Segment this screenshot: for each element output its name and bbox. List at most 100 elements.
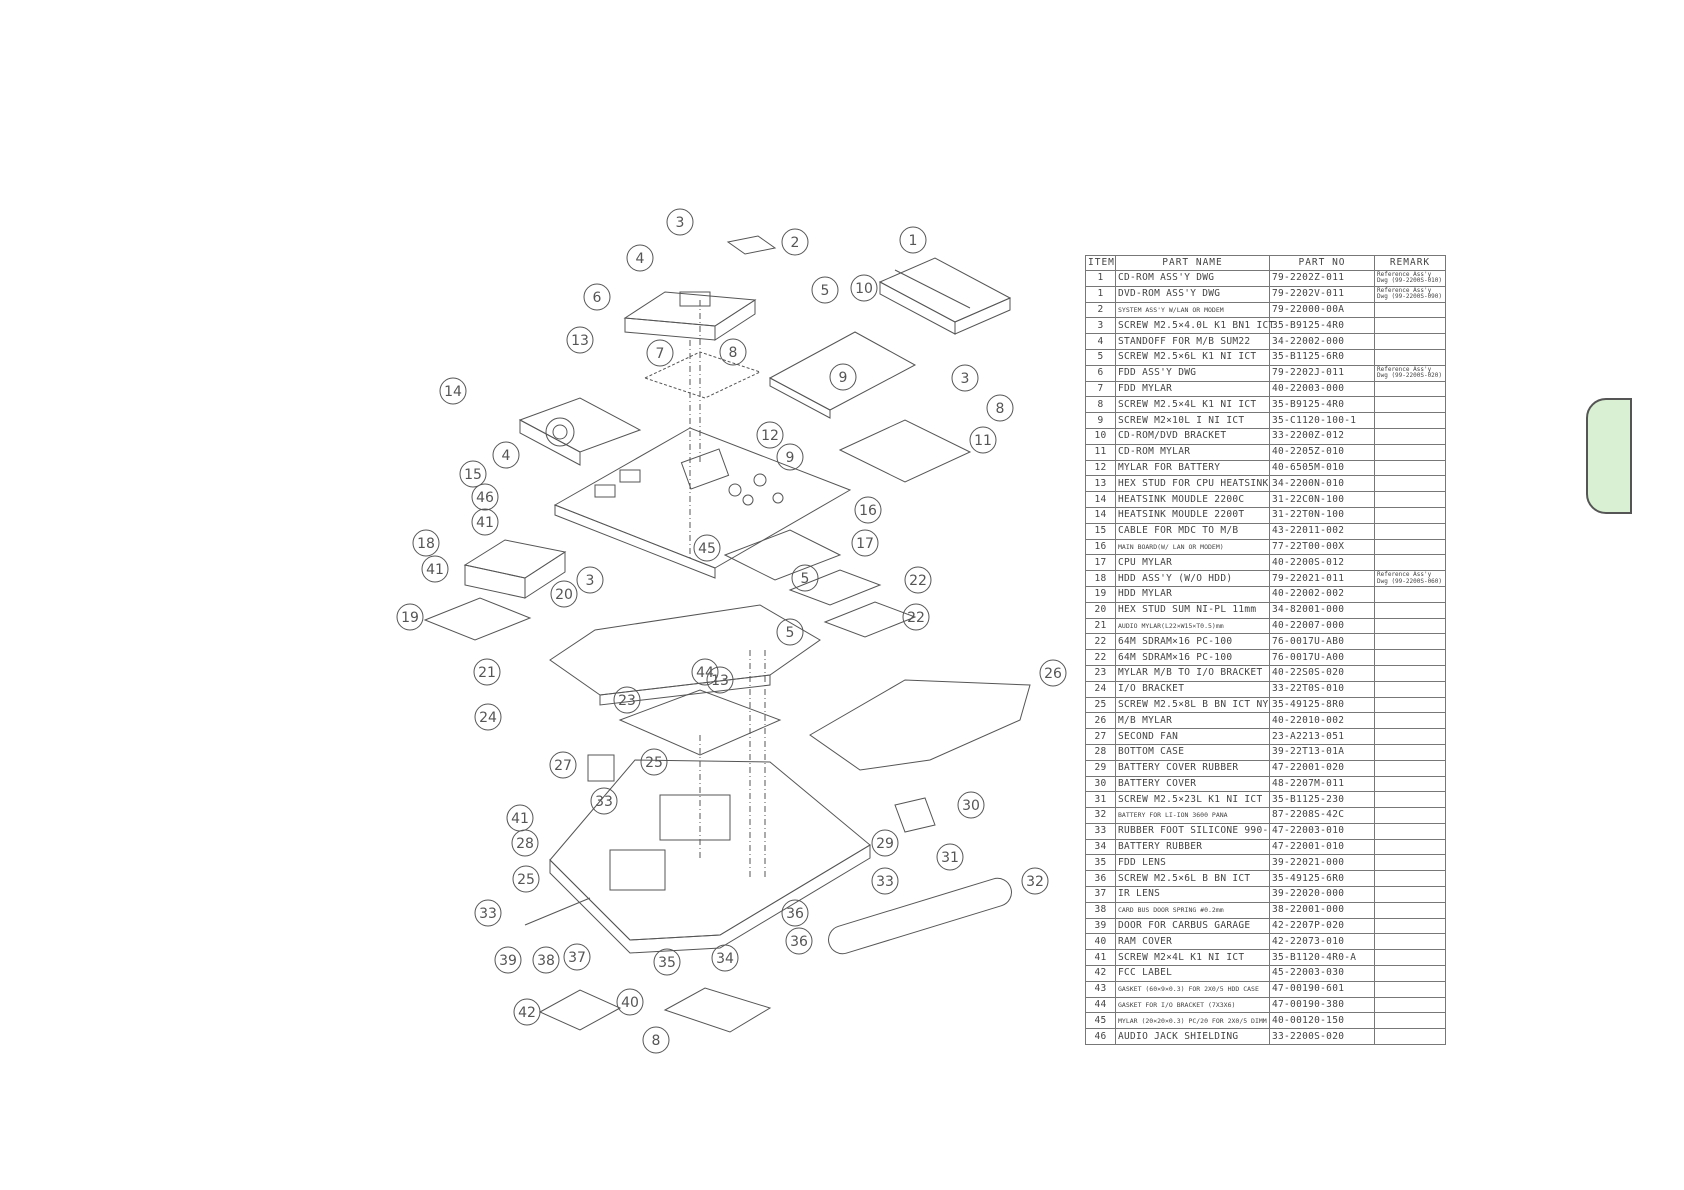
cell-name: CD-ROM MYLAR xyxy=(1115,443,1270,461)
callout-circle xyxy=(756,421,784,449)
callout-number: 21 xyxy=(478,665,496,681)
cell-name: HDD MYLAR xyxy=(1115,585,1270,603)
mainboard-part xyxy=(553,427,852,579)
callout-22: 22 xyxy=(904,566,932,594)
cell-item: 13 xyxy=(1085,475,1116,493)
callout-number: 33 xyxy=(876,874,894,890)
callout-21: 21 xyxy=(473,658,501,686)
cell-remark xyxy=(1374,965,1446,982)
cell-item: 10 xyxy=(1085,427,1116,445)
cell-remark xyxy=(1374,870,1446,888)
callout-circle xyxy=(902,603,930,631)
cell-part: 40-22S0S-020 xyxy=(1269,664,1375,682)
callout-number: 3 xyxy=(961,371,970,387)
callout-circle xyxy=(781,228,809,256)
cell-part: 40-22002-002 xyxy=(1269,585,1375,603)
cell-remark xyxy=(1374,759,1446,777)
cell-name: MYLAR (20×20×0.3) PC/20 FOR 2X0/5 DIMM xyxy=(1115,1012,1270,1030)
cell-remark xyxy=(1374,996,1446,1014)
sdram-module-part xyxy=(788,569,882,606)
callout-11: 11 xyxy=(969,426,997,454)
cell-remark xyxy=(1374,854,1446,872)
callout-circle xyxy=(563,943,591,971)
cell-item: 7 xyxy=(1085,380,1116,398)
cell-item: 41 xyxy=(1085,949,1116,967)
callout-number: 42 xyxy=(518,1005,536,1021)
cell-item: 46 xyxy=(1085,1028,1116,1046)
carbus-door-part xyxy=(524,897,591,926)
callout-number: 36 xyxy=(786,906,804,922)
callout-circle xyxy=(691,658,719,686)
cell-part: 35-B1120-4R0-A xyxy=(1269,949,1375,967)
cell-part: 35-49125-8R0 xyxy=(1269,696,1375,714)
callout-number: 22 xyxy=(907,610,925,626)
callout-number: 11 xyxy=(974,433,992,449)
cell-remark xyxy=(1374,380,1446,398)
callout-circle xyxy=(583,283,611,311)
cell-name: FDD MYLAR xyxy=(1115,380,1270,398)
cell-part: 79-22000-00A xyxy=(1269,301,1375,319)
callout-number: 5 xyxy=(786,625,795,641)
callout-circle xyxy=(969,426,997,454)
cell-remark xyxy=(1374,412,1446,429)
callout-number: 16 xyxy=(859,503,877,519)
cell-remark xyxy=(1374,680,1446,698)
cell-part: 39-22021-000 xyxy=(1269,854,1375,872)
cell-part: 79-2202J-011 xyxy=(1269,364,1375,382)
callout-circle xyxy=(791,564,819,592)
cell-part: 33-2200Z-012 xyxy=(1269,427,1375,445)
cell-remark xyxy=(1374,901,1446,919)
cell-remark xyxy=(1374,775,1446,793)
callout-46: 46 xyxy=(471,483,499,511)
cell-remark xyxy=(1374,633,1446,651)
callout-9: 9 xyxy=(776,443,804,471)
cell-part: 40-22010-002 xyxy=(1269,712,1375,730)
callout-39: 39 xyxy=(494,946,522,974)
callout-circle xyxy=(646,339,674,367)
callout-number: 38 xyxy=(537,953,555,969)
callout-5: 5 xyxy=(811,276,839,304)
cell-item: 42 xyxy=(1085,965,1116,982)
cell-remark xyxy=(1374,917,1446,935)
callout-number: 14 xyxy=(444,384,462,400)
callout-12: 12 xyxy=(756,421,784,449)
cell-name: BATTERY COVER xyxy=(1115,775,1270,793)
callout-circle xyxy=(719,338,747,366)
cell-part: 79-2202Z-011 xyxy=(1269,270,1375,287)
bottom-case-part xyxy=(549,759,871,954)
cell-item: 1 xyxy=(1085,270,1116,287)
cell-item: 26 xyxy=(1085,712,1116,730)
callout-number: 23 xyxy=(618,693,636,709)
cell-remark: Reference Ass'y Dwg (99-2200S-010) xyxy=(1374,270,1446,287)
callout-13: 13 xyxy=(566,326,594,354)
callout-number: 4 xyxy=(502,448,511,464)
cell-remark xyxy=(1374,886,1446,903)
cell-part: 87-2208S-42C xyxy=(1269,807,1375,824)
cell-item: 35 xyxy=(1085,854,1116,872)
cell-item: 33 xyxy=(1085,822,1116,840)
cell-part: 40-22003-000 xyxy=(1269,380,1375,398)
cell-remark xyxy=(1374,333,1446,350)
callout-number: 1 xyxy=(909,233,918,249)
callout-number: 22 xyxy=(909,573,927,589)
callout-2: 2 xyxy=(781,228,809,256)
cell-remark xyxy=(1374,728,1446,745)
cell-item: 40 xyxy=(1085,933,1116,951)
callout-circle xyxy=(706,666,734,694)
callout-circle xyxy=(626,244,654,272)
cell-name: HEX STUD FOR CPU HEATSINK xyxy=(1115,475,1270,493)
callout-number: 33 xyxy=(595,794,613,810)
callout-circle xyxy=(693,534,721,562)
